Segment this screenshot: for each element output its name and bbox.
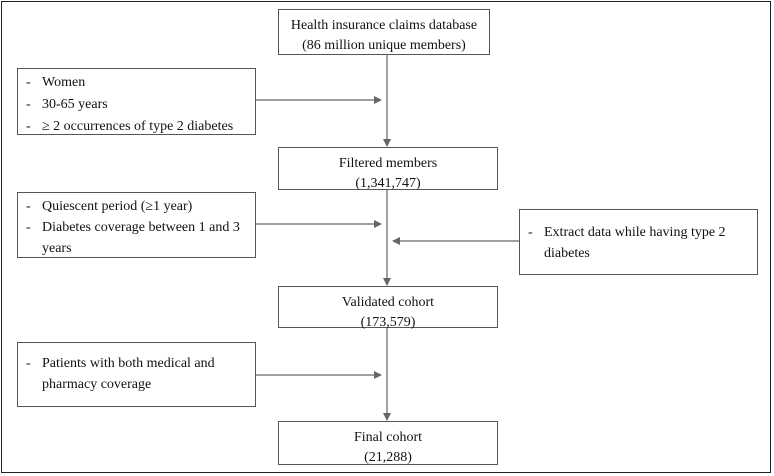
criteria-item: Women xyxy=(26,72,249,94)
step-title: Health insurance claims database xyxy=(290,18,478,33)
criteria-item: Quiescent period (≥1 year) xyxy=(26,196,249,217)
step-count: (1,341,747) xyxy=(355,176,421,191)
criteria-box-stage3: Patients with both medical and pharmacy … xyxy=(17,342,256,407)
step-box-validated-cohort: Validated cohort (173,579) xyxy=(278,286,498,330)
step-box-filtered-members: Filtered members (1,341,747) xyxy=(278,147,498,191)
step-count: (173,579) xyxy=(360,315,416,330)
criteria-item: Patients with both medical and pharmacy … xyxy=(26,353,249,395)
criteria-box-stage1: Women 30-65 years ≥ 2 occurrences of typ… xyxy=(17,68,256,138)
step-count: (21,288) xyxy=(364,450,412,465)
criteria-item: ≥ 2 occurrences of type 2 diabetes xyxy=(26,116,249,138)
step-title: Validated cohort xyxy=(341,295,435,310)
criteria-item: Diabetes coverage between 1 and 3 years xyxy=(26,217,249,259)
criteria-item: Extract data while having type 2 diabete… xyxy=(528,222,751,264)
criteria-box-stage2-right: Extract data while having type 2 diabete… xyxy=(519,209,758,275)
step-title: Final cohort xyxy=(353,430,423,445)
step-box-database: Health insurance claims database (86 mil… xyxy=(278,9,490,55)
step-box-final-cohort: Final cohort (21,288) xyxy=(278,421,498,465)
criteria-box-stage2: Quiescent period (≥1 year) Diabetes cove… xyxy=(17,192,256,258)
step-count: (86 million unique members) xyxy=(302,38,466,53)
criteria-item: 30-65 years xyxy=(26,94,249,116)
step-title: Filtered members xyxy=(338,156,438,171)
